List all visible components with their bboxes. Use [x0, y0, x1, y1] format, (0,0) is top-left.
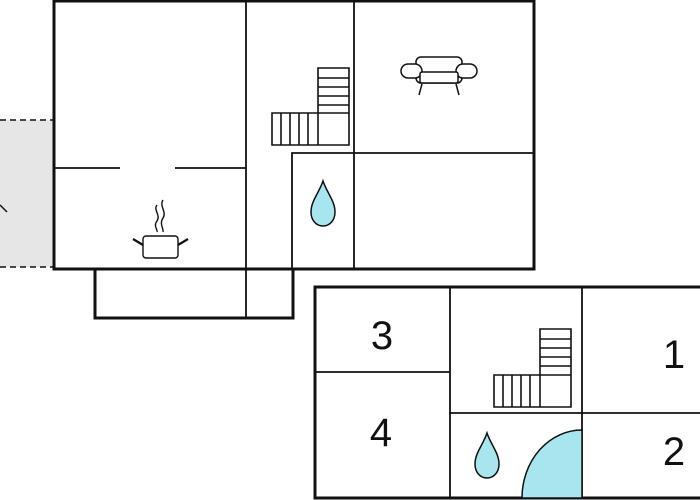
water-drop-icon [474, 430, 500, 479]
upper-floor-outer-wall [313, 285, 700, 500]
ground-floor-inner-walls [54, 1, 534, 318]
ground-floor-annex-wall [93, 269, 295, 320]
upper-floor [313, 285, 700, 500]
room-label-2: 2 [663, 430, 685, 474]
stairs-icon [493, 328, 572, 408]
shower-icon [521, 429, 583, 499]
room-label-1: 1 [663, 333, 685, 377]
sofa-icon [400, 56, 478, 96]
stairs-icon [271, 67, 350, 146]
water-drop-icon [310, 178, 336, 227]
room-label-4: 4 [370, 411, 392, 455]
terrace [0, 119, 54, 268]
upper-floor-inner-walls [315, 287, 700, 498]
ground-floor [52, 0, 536, 320]
cooking-pot-icon [132, 199, 189, 259]
room-label-3: 3 [371, 314, 393, 358]
